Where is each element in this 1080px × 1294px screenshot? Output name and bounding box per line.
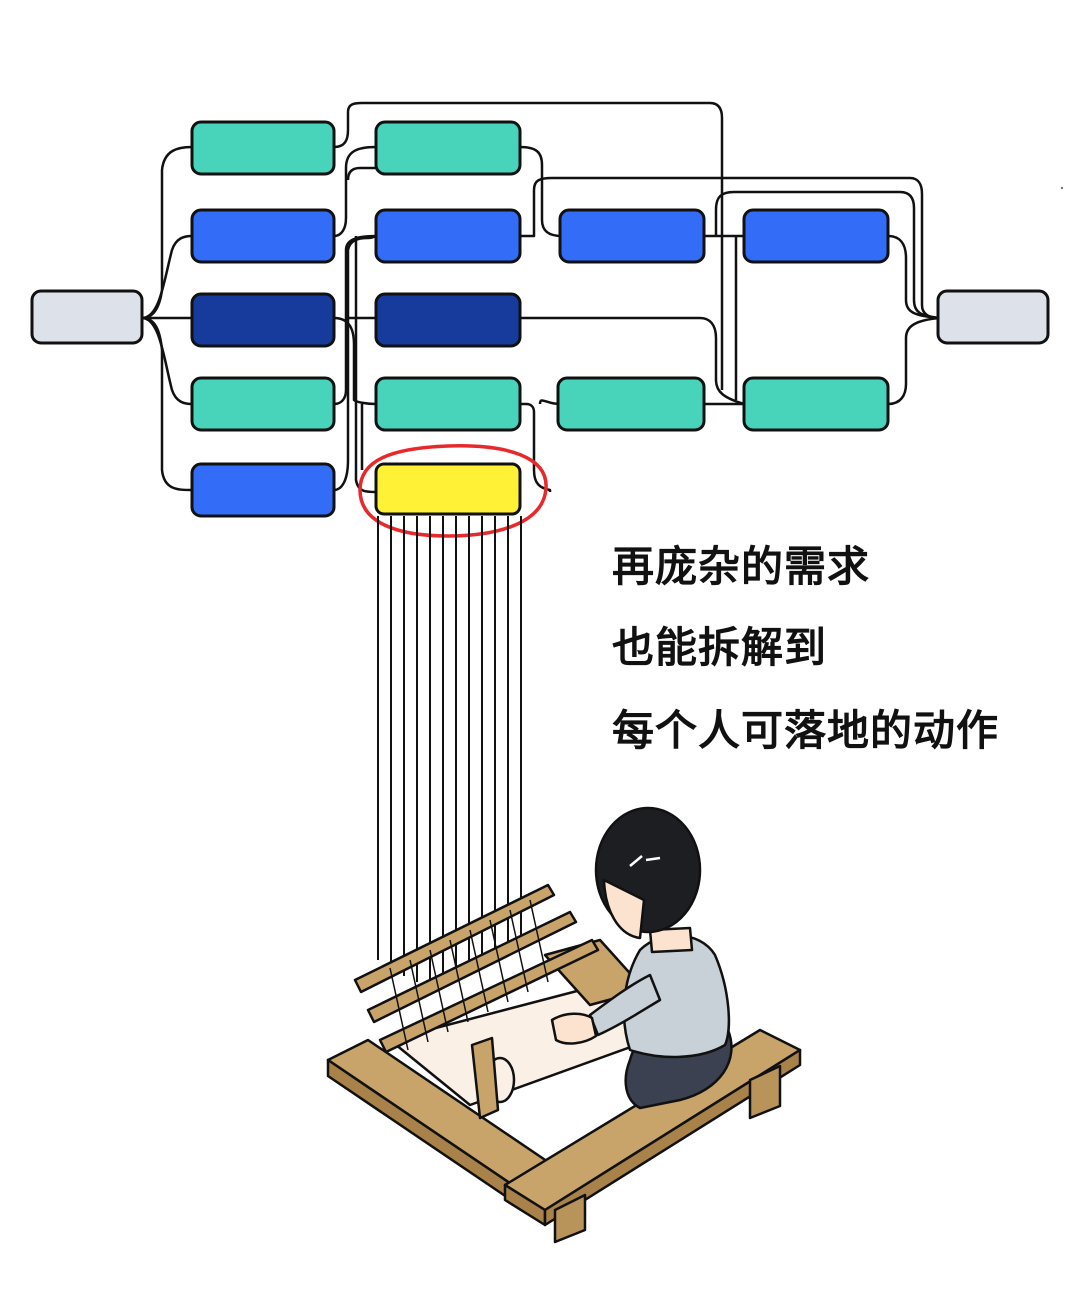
end-node xyxy=(938,291,1048,343)
node-teal xyxy=(192,122,334,174)
caption-line-3: 每个人可落地的动作 xyxy=(612,697,999,758)
node-teal xyxy=(376,122,520,174)
node-teal xyxy=(192,378,334,430)
loom-post xyxy=(472,1038,498,1118)
node-navy xyxy=(376,294,520,346)
node-teal xyxy=(376,378,520,430)
node-teal xyxy=(558,378,704,430)
start-node xyxy=(32,291,142,343)
node-blue xyxy=(376,210,520,262)
speck xyxy=(1061,187,1063,189)
node-blue xyxy=(560,210,704,262)
highlighted-node xyxy=(376,464,520,514)
node-blue xyxy=(744,210,888,262)
caption-line-1: 再庞杂的需求 xyxy=(612,533,870,594)
caption-line-2: 也能拆解到 xyxy=(612,614,827,675)
node-navy xyxy=(192,294,334,346)
node-blue xyxy=(192,210,334,262)
hand xyxy=(552,1014,596,1044)
node-teal xyxy=(744,378,888,430)
node-blue xyxy=(192,464,334,516)
